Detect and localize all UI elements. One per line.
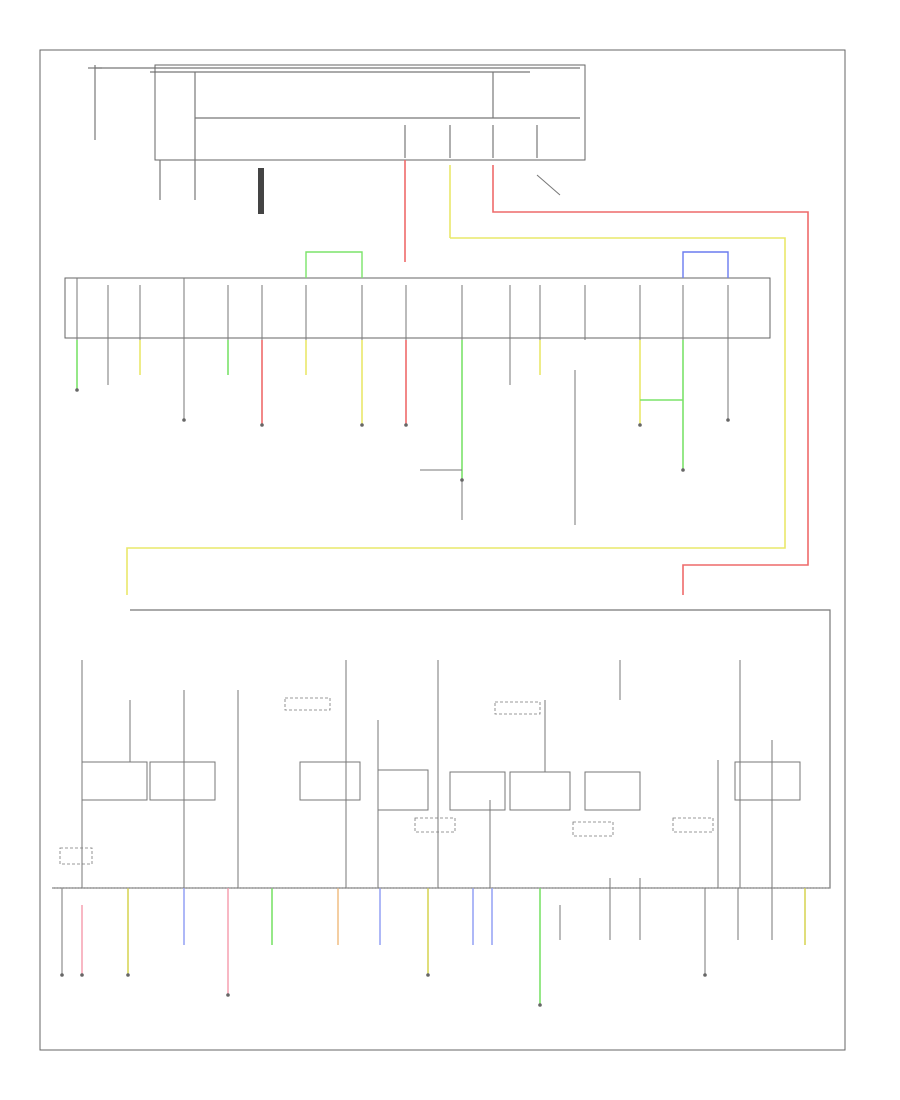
bottom-colored-drops [81, 888, 806, 1005]
middle-colored-drops [76, 340, 684, 480]
diagram-border [39, 49, 846, 1051]
top-colored-wires [126, 160, 809, 595]
top-fuse-block [88, 64, 586, 214]
bottom-gray-drops [61, 878, 773, 975]
middle-fuse-block [64, 251, 771, 420]
terminal-dots [60, 388, 730, 1007]
bottom-section [52, 609, 831, 889]
middle-gray-drops [107, 340, 729, 525]
